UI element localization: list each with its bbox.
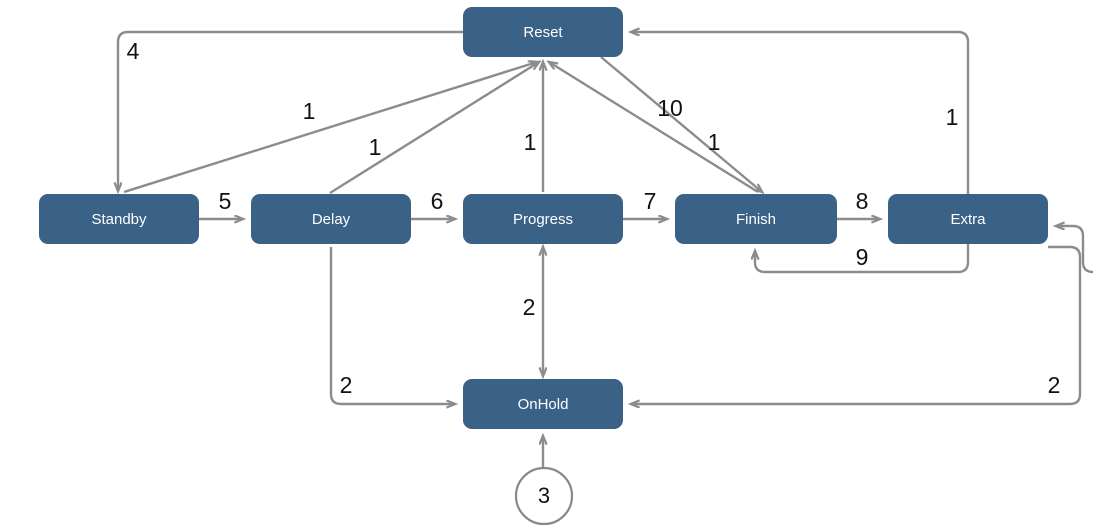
edge-label-standby-delay: 5 — [219, 188, 232, 214]
edge-label-delay-reset: 1 — [369, 134, 382, 160]
node-standby-rect[interactable] — [39, 194, 199, 244]
edge-delay-reset — [329, 62, 539, 195]
edge-label-delay-progress: 6 — [431, 188, 444, 214]
edge-extra-inbound-stub — [1056, 226, 1094, 274]
edges-layer — [118, 30, 1094, 468]
edge-standby-reset — [123, 62, 537, 194]
node-progress[interactable]: Progress — [463, 194, 623, 244]
node-onhold-rect[interactable] — [463, 379, 623, 429]
node-reset[interactable]: Reset — [463, 7, 623, 57]
node-finish-rect[interactable] — [675, 194, 837, 244]
edge-finish-reset — [549, 62, 759, 194]
node-extra-rect[interactable] — [888, 194, 1048, 244]
edge-label-progress-finish: 7 — [644, 188, 657, 214]
edge-label-progress-onhold: 2 — [523, 294, 536, 320]
edge-reset-standby — [118, 30, 463, 191]
node-extra-label: Extra — [950, 211, 986, 228]
edge-label-standby-reset: 1 — [303, 98, 316, 124]
nodes-layer: Reset Standby Delay Progress Finish Extr — [39, 7, 1048, 526]
node-onhold-label: OnHold — [518, 396, 569, 413]
node-finish-label: Finish — [736, 211, 776, 228]
edge-label-delay-onhold: 2 — [340, 372, 353, 398]
node-standby-label: Standby — [91, 211, 147, 228]
node-onhold[interactable]: OnHold — [463, 379, 623, 429]
edge-label-finish-reset: 1 — [708, 129, 721, 155]
edge-label-extra-finish: 9 — [856, 244, 869, 270]
start-circle-label: 3 — [538, 483, 550, 508]
node-extra[interactable]: Extra — [888, 194, 1048, 244]
edge-extra-finish — [755, 244, 970, 274]
node-progress-label: Progress — [513, 211, 573, 228]
edge-label-extra-onhold: 2 — [1048, 372, 1061, 398]
node-standby[interactable]: Standby — [39, 194, 199, 244]
node-finish[interactable]: Finish — [675, 194, 837, 244]
node-delay-label: Delay — [312, 211, 351, 228]
edge-label-reset-finish: 10 — [657, 95, 683, 121]
edge-extra-reset — [631, 32, 970, 194]
edge-delay-onhold — [329, 247, 455, 404]
edge-label-finish-extra: 8 — [856, 188, 869, 214]
node-delay[interactable]: Delay — [251, 194, 411, 244]
node-progress-rect[interactable] — [463, 194, 623, 244]
edge-label-extra-reset: 1 — [946, 104, 959, 130]
edge-label-progress-reset: 1 — [524, 129, 537, 155]
node-reset-label: Reset — [523, 24, 563, 41]
edge-extra-onhold — [631, 245, 1082, 404]
edge-label-reset-standby: 4 — [127, 38, 140, 64]
node-reset-rect[interactable] — [463, 7, 623, 57]
edge-reset-finish — [600, 56, 762, 192]
edge-labels-layer: 4 1 1 1 10 1 1 5 6 7 8 9 2 2 2 — [127, 38, 1061, 398]
start-circle[interactable] — [514, 466, 574, 526]
node-delay-rect[interactable] — [251, 194, 411, 244]
start-state-marker[interactable]: 3 — [514, 466, 574, 526]
